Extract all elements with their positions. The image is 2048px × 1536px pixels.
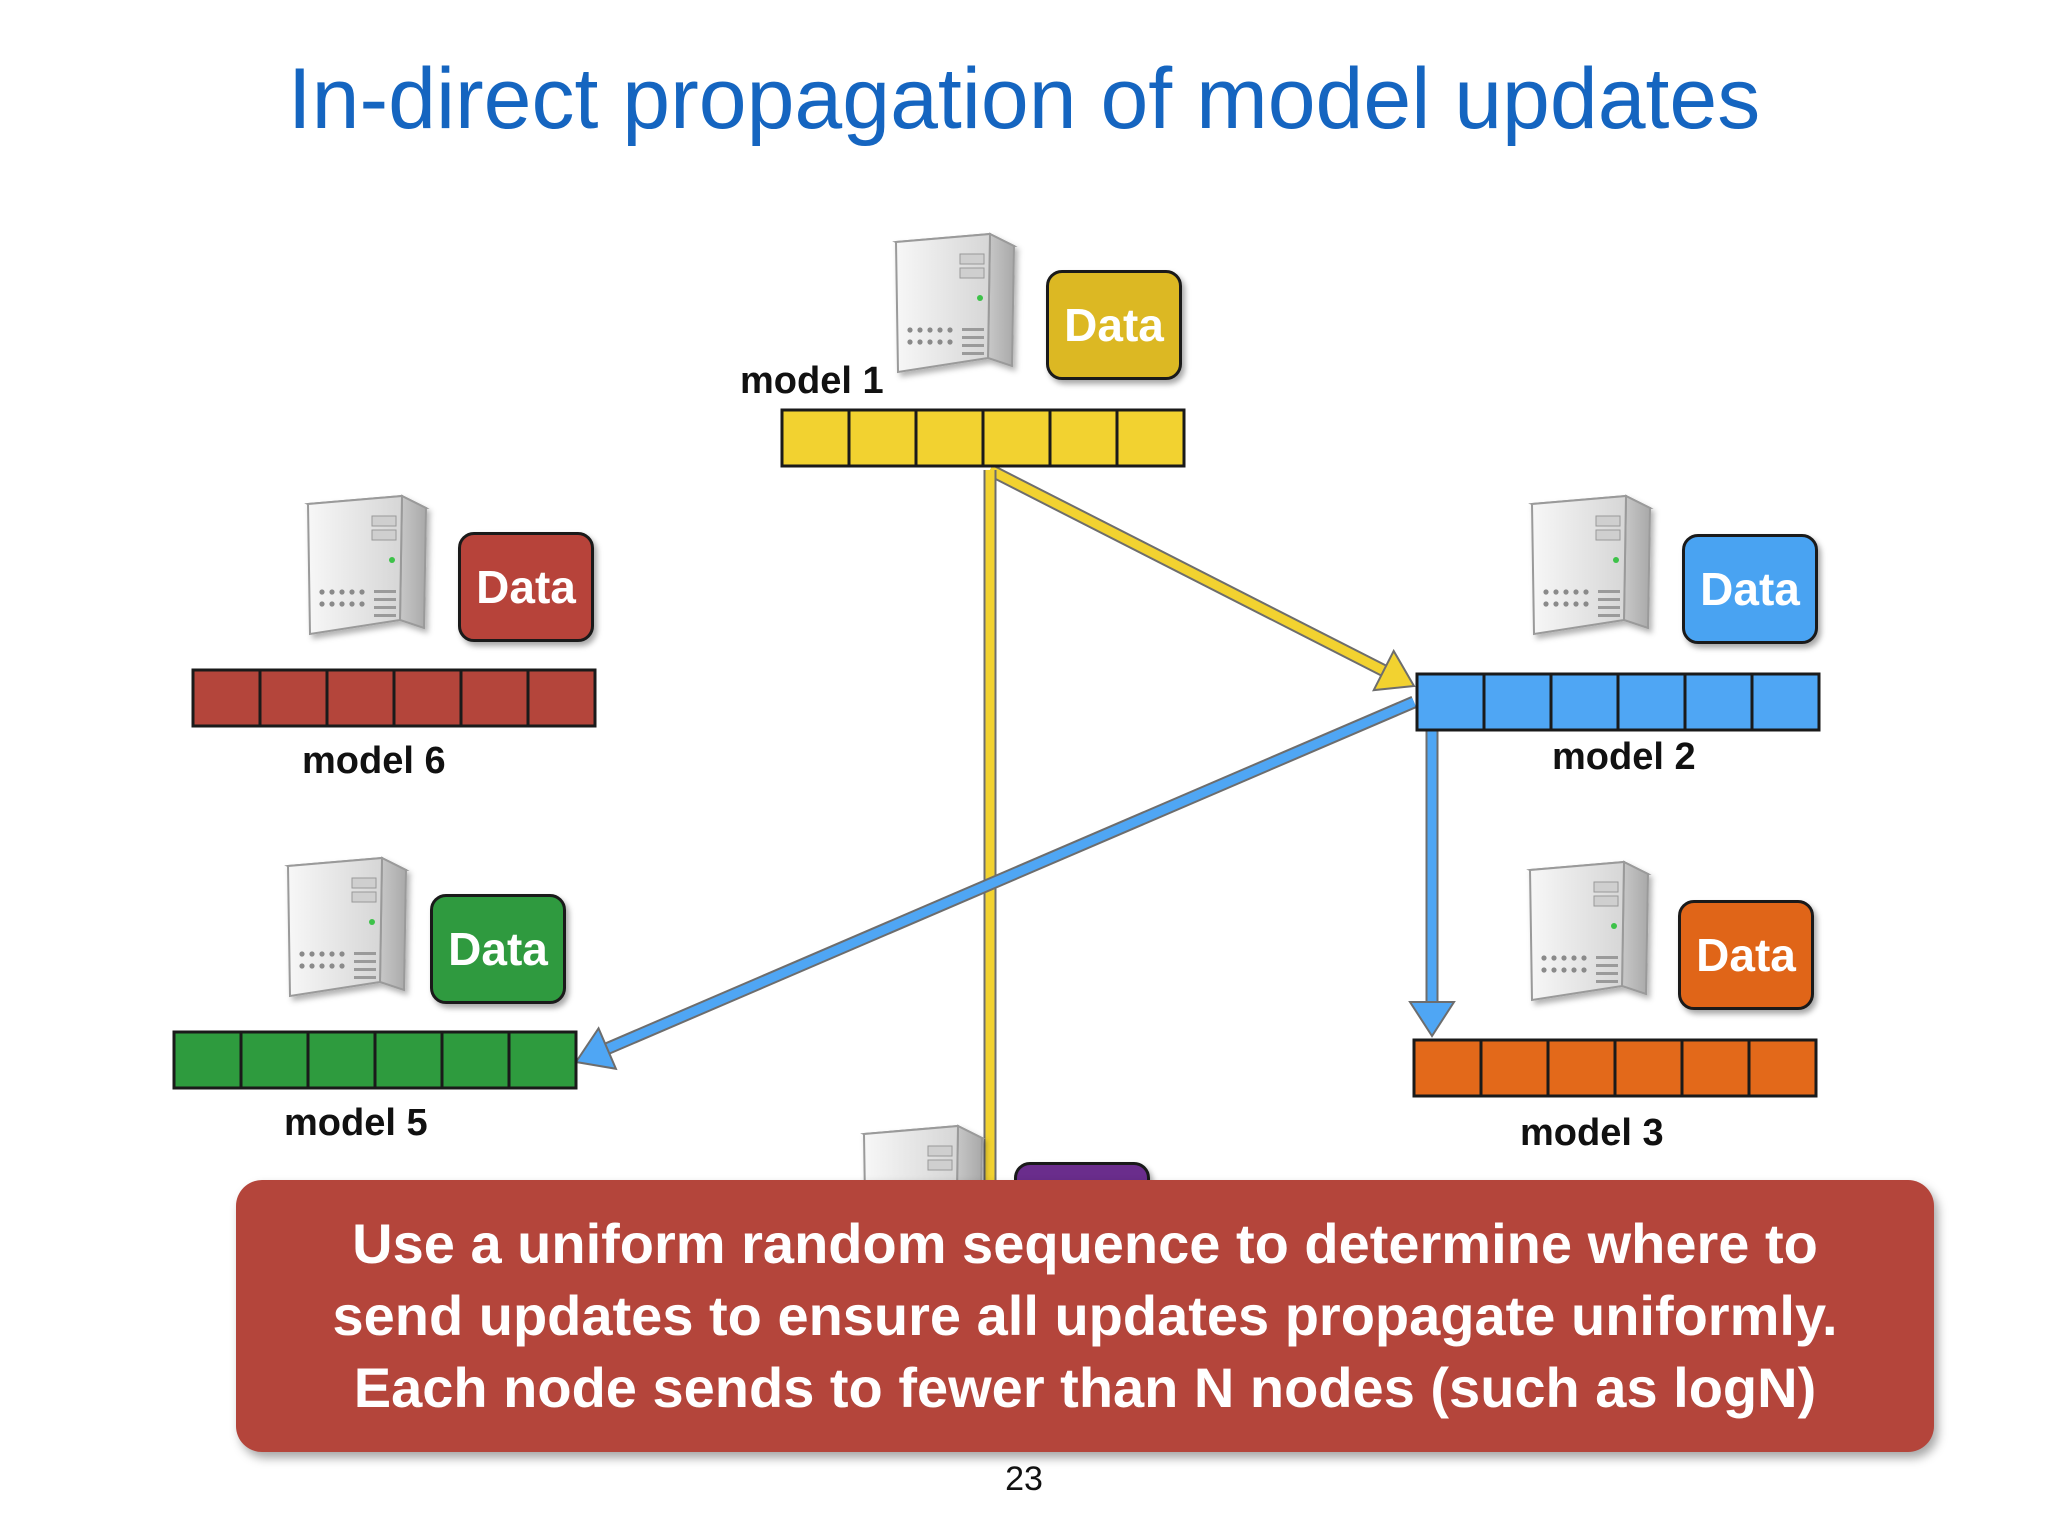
model-6-bar-cell [459, 668, 530, 728]
model-1-bar-cell [1115, 408, 1186, 468]
server-icon [304, 494, 430, 636]
model-5-bar-cell [306, 1030, 377, 1090]
model-5-bar-cell [239, 1030, 310, 1090]
page-number: 23 [1005, 1460, 1043, 1498]
servers-layer [284, 232, 1654, 1266]
edges-layer [574, 464, 1456, 1190]
model-1-bar-cell [780, 408, 851, 468]
model-6-data-badge: Data [458, 532, 594, 642]
model-3-bar-cell [1680, 1038, 1751, 1098]
model-6-parameter-bar [191, 668, 597, 728]
model-2-bar-cell [1415, 672, 1486, 732]
callout-line-3: Each node sends to fewer than N nodes (s… [353, 1356, 1817, 1419]
edge-model-2-to-model-3 [1408, 708, 1456, 1038]
model-1-data-badge: Data [1046, 270, 1182, 380]
edge-model-2-to-model-5 [574, 696, 1417, 1071]
callout-box: Use a uniform random sequence to determi… [236, 1180, 1934, 1452]
model-5-bar-cell [440, 1030, 511, 1090]
model-3-parameter-bar [1412, 1038, 1818, 1098]
server-icon [1528, 494, 1654, 636]
slide-title: In-direct propagation of model updates [287, 51, 1761, 147]
model-3-data-badge: Data [1678, 900, 1814, 1010]
model-6-bar-cell [191, 668, 262, 728]
model-6-bar-cell [258, 668, 329, 728]
arrowhead [1371, 648, 1416, 692]
model-2-bar-cell [1616, 672, 1687, 732]
model-2-data-badge: Data [1682, 534, 1818, 644]
callout-line-2: send updates to ensure all updates propa… [332, 1284, 1838, 1347]
callout-line-1: Use a uniform random sequence to determi… [352, 1212, 1818, 1275]
model-2-label: model 2 [1552, 736, 1696, 778]
server-icon [284, 856, 410, 998]
model-1-bar-cell [914, 408, 985, 468]
model-3-bar-cell [1479, 1038, 1550, 1098]
model-3-label: model 3 [1520, 1112, 1664, 1154]
edge-model-1-to-model-2 [987, 464, 1416, 692]
model-1-bar-cell [981, 408, 1052, 468]
model-2-bar-cell [1750, 672, 1821, 732]
model-6-label: model 6 [302, 740, 446, 782]
arrowhead [1408, 1001, 1456, 1038]
model-5-label: model 5 [284, 1102, 428, 1144]
model-3-bar-cell [1412, 1038, 1483, 1098]
model-1-bar-cell [847, 408, 918, 468]
model-5-bar-cell [172, 1030, 243, 1090]
model-2-parameter-bar [1415, 672, 1821, 732]
model-3-bar-cell [1747, 1038, 1818, 1098]
model-6-bar-cell [392, 668, 463, 728]
model-6-bar-cell [325, 668, 396, 728]
model-5-bar-cell [507, 1030, 578, 1090]
model-2-bar-cell [1683, 672, 1754, 732]
model-5-parameter-bar [172, 1030, 578, 1090]
model-6-bar-cell [526, 668, 597, 728]
model-1-label: model 1 [740, 360, 884, 402]
arrowhead [574, 1026, 618, 1071]
model-1-parameter-bar [780, 408, 1186, 468]
server-icon [1526, 860, 1652, 1002]
model-5-bar-cell [373, 1030, 444, 1090]
model-1-bar-cell [1048, 408, 1119, 468]
server-icon [892, 232, 1018, 374]
bars-layer [172, 408, 1821, 1098]
model-2-bar-cell [1549, 672, 1620, 732]
model-3-bar-cell [1613, 1038, 1684, 1098]
model-3-bar-cell [1546, 1038, 1617, 1098]
model-5-data-badge: Data [430, 894, 566, 1004]
model-2-bar-cell [1482, 672, 1553, 732]
